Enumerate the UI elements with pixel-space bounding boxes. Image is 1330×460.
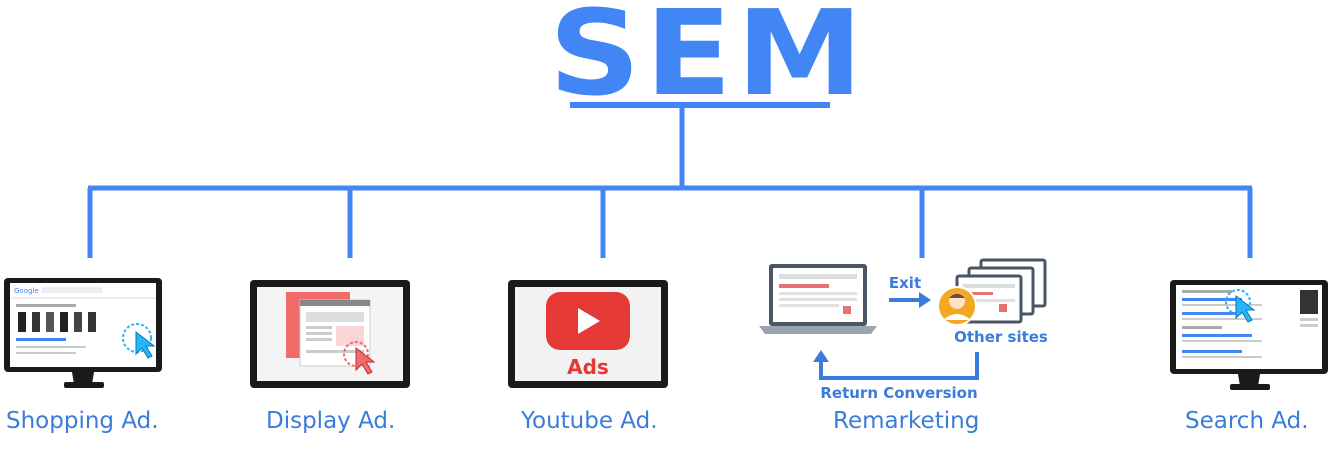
laptop-icon [759,264,877,334]
return-conversion-label: Return Conversion [820,384,977,402]
label-display: Display Ad. [266,408,396,434]
search-monitor-icon [1170,280,1328,390]
sem-title: SEM [548,0,868,122]
remarketing-flow-diagram: Exit Other sites Return Conversion [759,258,1048,402]
svg-text:Google: Google [14,287,39,295]
label-shopping: Shopping Ad. [6,408,159,434]
exit-arrow-icon [889,292,931,308]
title-underline [570,102,830,108]
exit-label: Exit [889,274,921,292]
label-remarketing: Remarketing [833,408,980,434]
other-sites-stack-icon [955,258,1047,324]
label-youtube: Youtube Ad. [521,408,658,434]
other-sites-label: Other sites [954,328,1048,346]
user-avatar-icon [937,286,977,326]
youtube-monitor-icon: Ads [508,280,668,388]
label-search: Search Ad. [1185,408,1309,434]
shopping-monitor-icon: Google [4,278,162,388]
return-arrow-icon [813,350,979,380]
youtube-ads-text: Ads [567,355,609,379]
display-monitor-icon [250,280,410,388]
